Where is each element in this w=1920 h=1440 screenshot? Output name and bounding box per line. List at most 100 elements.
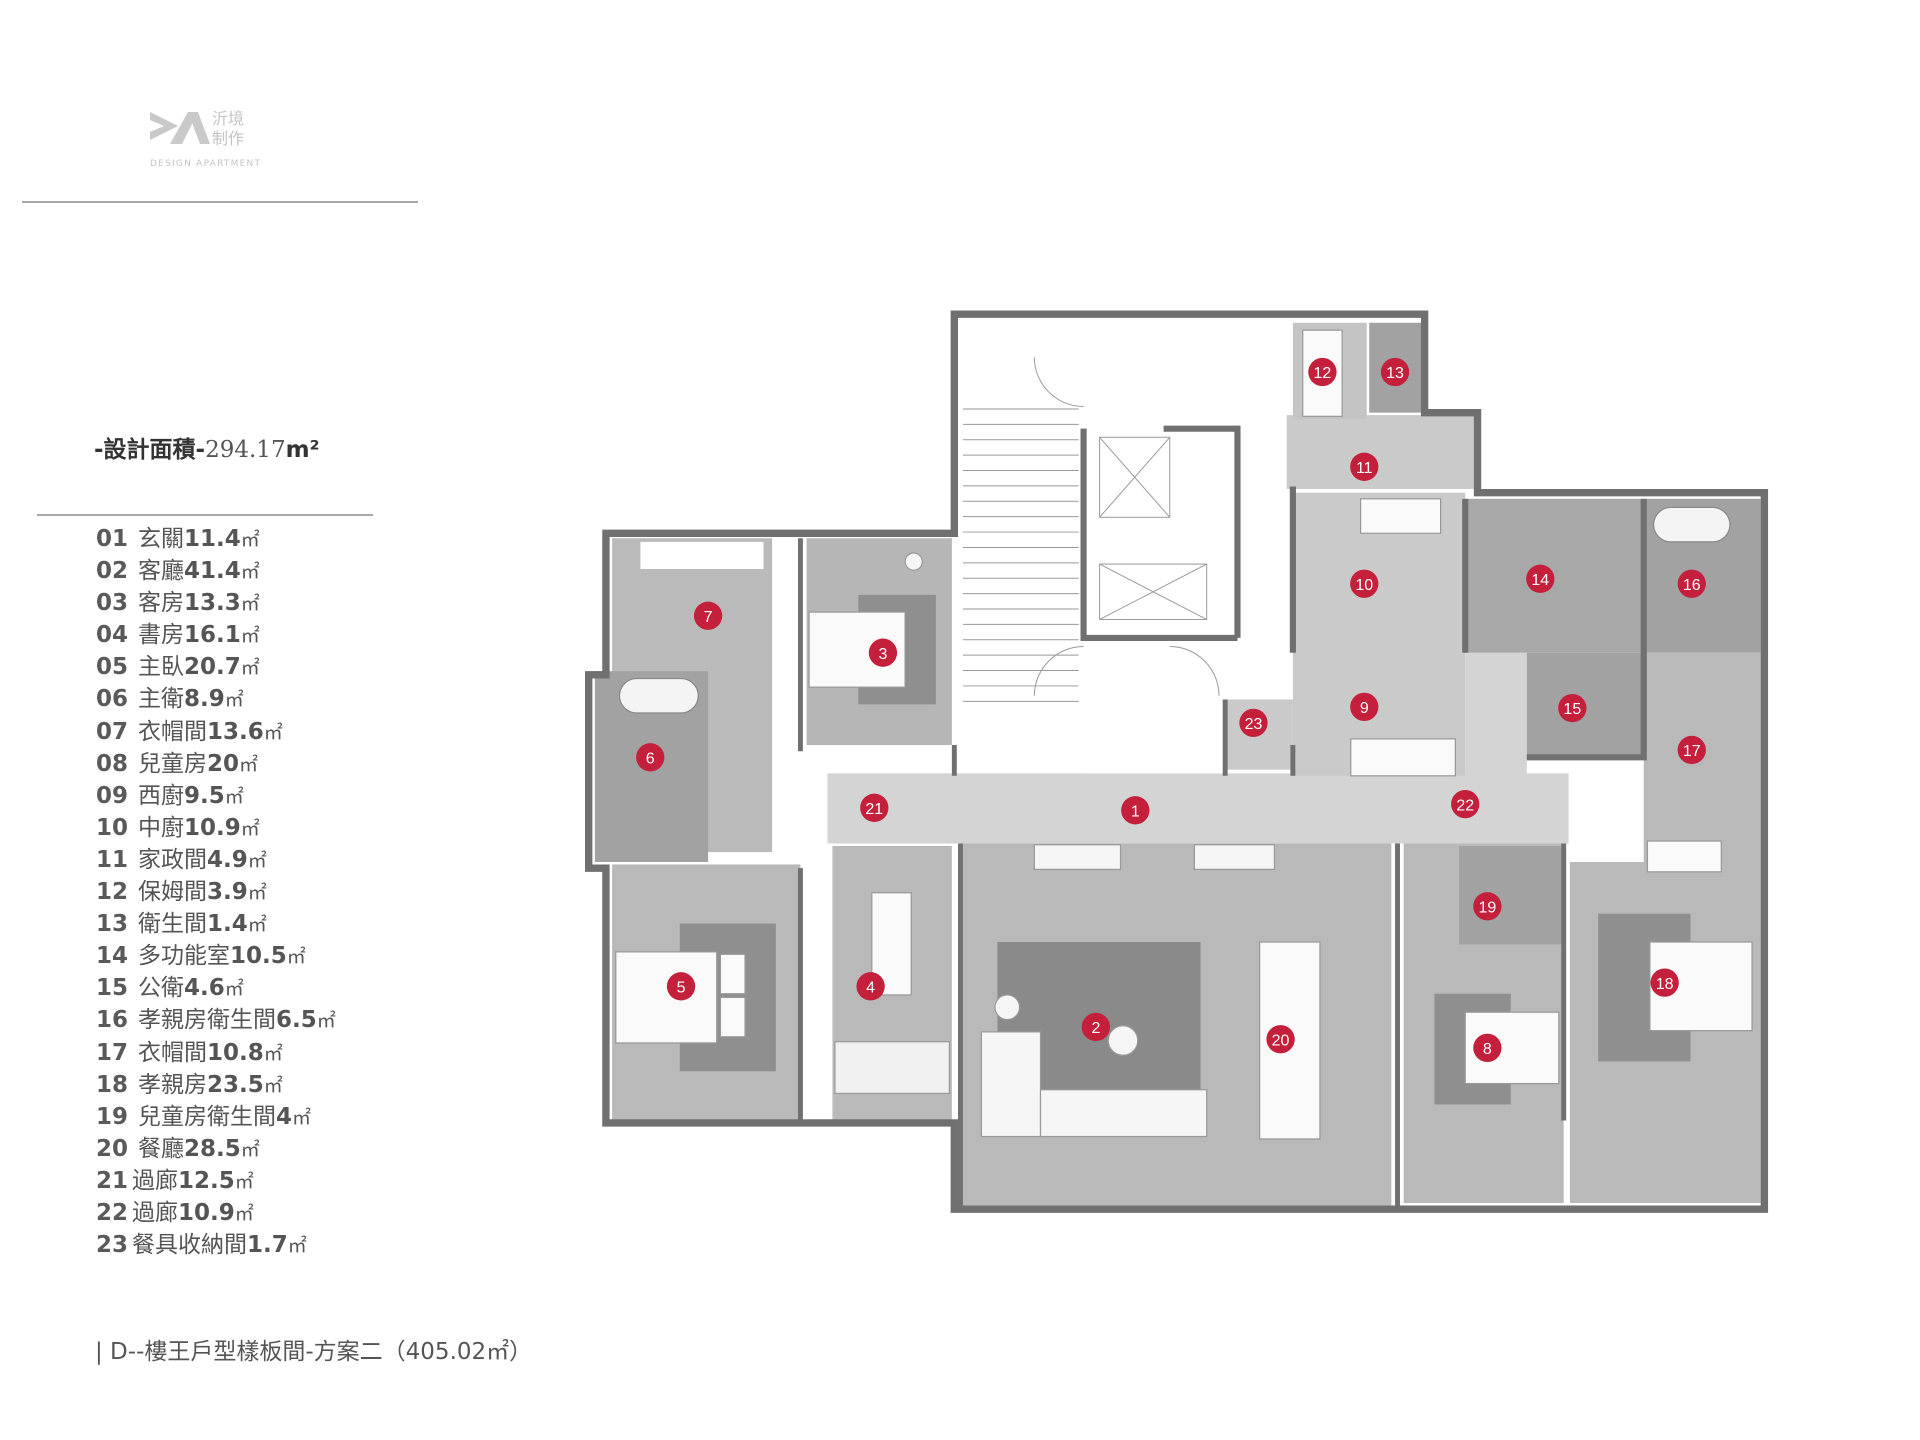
legend-room-name: 餐廳 (138, 1135, 184, 1162)
legend-number: 08 (96, 750, 129, 777)
marker-label: 16 (1683, 577, 1701, 594)
legend-number: 18 (96, 1071, 129, 1098)
marker-label: 4 (866, 979, 875, 996)
legend-room-name: 衣帽間 (138, 718, 207, 745)
marker-label: 6 (646, 751, 655, 768)
legend-number: 06 (96, 686, 129, 713)
legend-unit: ㎡ (292, 1106, 312, 1129)
marker-circle (1350, 452, 1379, 481)
legend-room-name: 衣帽間 (138, 1039, 207, 1066)
legend-unit: ㎡ (240, 593, 260, 616)
legend-number: 05 (96, 654, 129, 681)
room-marker-7: 7 (693, 601, 723, 630)
marker-circle (1451, 789, 1480, 819)
room-11 (1286, 415, 1478, 489)
legend-room-area: 9.5 (184, 782, 225, 809)
legend-room-area: 20.7 (184, 654, 241, 681)
legend-number: 16 (96, 1007, 129, 1034)
room-marker-1: 1 (1121, 796, 1150, 825)
marker-circle (666, 972, 696, 1001)
walls (585, 310, 1769, 1213)
marker-circle (1380, 357, 1410, 387)
legend-room-name: 孝親房衛生間 (138, 1007, 276, 1034)
marker-label: 20 (1272, 1032, 1290, 1049)
legend-unit: ㎡ (224, 978, 244, 1001)
marker-circle (1350, 569, 1379, 598)
room-marker-21: 21 (860, 793, 889, 822)
marker-label: 9 (1360, 700, 1369, 717)
legend-unit: ㎡ (316, 1010, 336, 1033)
legend-room-area: 1.4 (207, 911, 248, 938)
legend-room-name: 主衛 (138, 686, 184, 713)
legend-number: 14 (96, 943, 129, 970)
legend-divider (37, 514, 373, 516)
room-marker-5: 5 (666, 972, 696, 1001)
legend-unit: ㎡ (234, 1202, 254, 1225)
room-marker-22: 22 (1451, 789, 1480, 819)
legend-number: 03 (96, 590, 129, 617)
stairs-and-elevators (962, 357, 1220, 702)
logo-cn-line2: 制作 (212, 129, 244, 148)
legend-number: 02 (96, 558, 129, 585)
legend-number: 13 (96, 911, 129, 938)
legend-room-name: 公衛 (138, 975, 184, 1002)
legend-room-area: 4 (276, 1103, 293, 1130)
marker-circle (856, 972, 885, 1001)
room-marker-10: 10 (1350, 569, 1379, 598)
legend-room-area: 13.6 (207, 718, 264, 745)
legend-room-name: 過廊 (132, 1199, 178, 1226)
legend-number: 10 (96, 814, 129, 841)
legend-unit: ㎡ (263, 1074, 283, 1097)
marker-label: 22 (1456, 797, 1474, 814)
legend-room-area: 8.9 (184, 686, 225, 713)
design-area-label: -設計面積- (94, 437, 206, 463)
marker-label: 14 (1531, 572, 1549, 589)
legend-room-name: 客廳 (138, 558, 184, 585)
room-marker-4: 4 (856, 972, 885, 1001)
marker-circle (1526, 564, 1555, 593)
marker-label: 11 (1356, 460, 1373, 477)
legend-room-area: 4.9 (207, 846, 248, 873)
room-marker-23: 23 (1239, 708, 1268, 738)
marker-label: 13 (1386, 365, 1404, 382)
legend-room-area: 12.5 (178, 1167, 235, 1194)
room-marker-15: 15 (1558, 693, 1587, 723)
marker-circle (1677, 569, 1706, 598)
legend-unit: ㎡ (240, 561, 260, 584)
marker-label: 1 (1131, 803, 1140, 820)
legend-room-area: 10.5 (230, 943, 287, 970)
room-fills (594, 317, 1761, 1207)
legend-room-area: 23.5 (207, 1071, 264, 1098)
legend-room-area: 10.9 (184, 814, 241, 841)
legend-unit: ㎡ (240, 657, 260, 680)
legend-unit: ㎡ (287, 1235, 307, 1258)
room-marker-2: 2 (1081, 1012, 1111, 1042)
legend-number: 09 (96, 782, 129, 809)
legend-unit: ㎡ (240, 817, 260, 840)
legend-number: 01 (96, 526, 129, 552)
legend-room-name: 中廚 (138, 814, 184, 841)
legend-number: 11 (96, 846, 129, 873)
legend-number: 07 (96, 718, 129, 745)
design-area-title: -設計面積-294.17m² (94, 430, 320, 464)
legend-room-name: 衛生間 (138, 911, 207, 938)
marker-circle (1308, 357, 1337, 387)
legend-room-area: 20 (207, 750, 240, 777)
legend-unit: ㎡ (224, 785, 244, 808)
legend-number: 20 (96, 1135, 129, 1162)
legend-room-area: 13.3 (184, 590, 241, 617)
legend-unit: ㎡ (234, 1170, 254, 1193)
